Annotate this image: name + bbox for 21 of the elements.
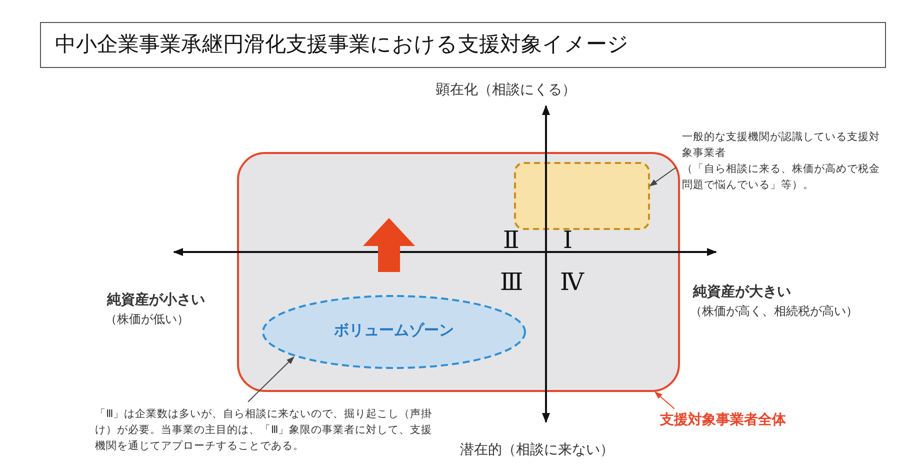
callout-text: （「自ら相談に来る、株価が高めで税金問題で悩んでいる」等）。 — [682, 162, 881, 193]
caption-text: 支援対象事業者全体 — [660, 411, 840, 433]
quadrant-number: Ⅳ — [560, 268, 584, 297]
leader-line — [654, 391, 675, 410]
axis-note: （株価が低い） — [105, 312, 189, 326]
axis-label: 純資産が大きい — [693, 284, 791, 301]
quadrant-number: Ⅰ — [563, 226, 572, 255]
axis-label: 潜在的（相談に来ない） — [460, 442, 614, 459]
leader-line — [248, 356, 294, 402]
axis-note: （株価が高く、相続税が高い） — [690, 304, 858, 318]
axis-label: 顕在化（相談にくる） — [436, 82, 576, 99]
zone-ellipse — [262, 295, 526, 369]
target-area-box — [237, 152, 680, 392]
dashed-box — [514, 162, 650, 230]
quadrant-number: Ⅲ — [500, 268, 524, 297]
zone-label: ボリュームゾーン — [333, 321, 455, 340]
axis-label: 純資産が小さい — [107, 292, 205, 309]
title: 中小企業事業承継円滑化支援事業における支援対象イメージ — [40, 22, 886, 68]
callout-text: 「Ⅲ」は企業数は多いが、自ら相談に来ないので、掘り起こし（声掛け）が必要。当事業の主目的は、「Ⅲ」象限の事業者に対して、支援機関を通じてアプローチすることである。 — [95, 406, 435, 458]
callout-text: 一般的な支援機関が認識している支援対象事業者 — [682, 130, 881, 161]
quadrant-number: Ⅱ — [503, 226, 520, 255]
